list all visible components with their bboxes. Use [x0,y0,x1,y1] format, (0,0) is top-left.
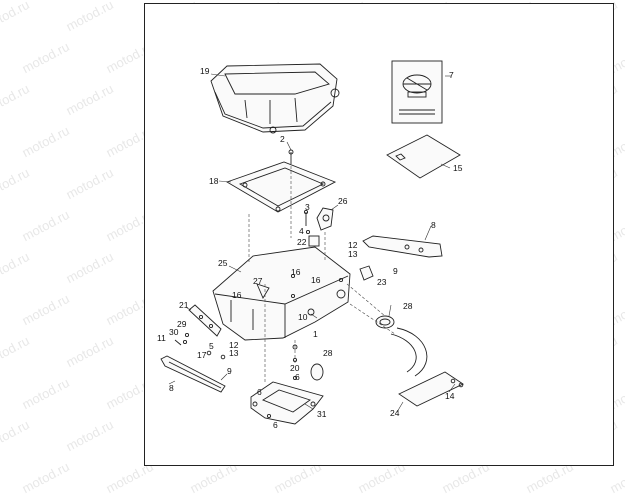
callout-6: 6 [257,387,262,397]
part-19-tray-liner [210,63,340,134]
callout-12: 12 [348,240,358,250]
callout-24: 24 [390,408,400,418]
watermark-text: motod.ru [0,80,32,119]
watermark-text: motod.ru [63,416,116,455]
watermark-text: motod.ru [19,290,72,329]
callout-22: 22 [297,237,307,247]
callout-27: 27 [253,276,263,286]
part-21-side-trim [188,304,222,337]
watermark-text: motod.ru [0,332,32,371]
part-5-17-fasteners [206,350,226,360]
assembly-dashed-lines [248,166,396,384]
callout-16: 16 [232,290,242,300]
part-18-base-plate [225,161,337,213]
watermark-text: motod.ru [19,122,72,161]
exploded-parts-diagram: 19 7 2 15 18 26 3 4 8 22 12 13 25 27 16 … [157,60,464,430]
callout-15: 15 [453,163,463,173]
parts-diagram-frame: 19 7 2 15 18 26 3 4 8 22 12 13 25 27 16 … [144,3,614,466]
callout-2: 2 [280,134,285,144]
callout-3: 3 [305,202,310,212]
watermark-text: motod.ru [0,164,32,203]
callout-17: 17 [197,350,207,360]
part-31-mounting-plate [250,381,324,425]
part-22-bracket [308,235,320,247]
part-24-rear-panel [398,371,464,407]
callout-9: 9 [393,266,398,276]
watermark-text: motod.ru [19,38,72,77]
part-23-latch-clip [359,265,374,281]
callout-29: 29 [177,319,187,329]
part-29-30-11-hardware [174,332,190,346]
callout-28: 28 [403,301,413,311]
callout-13: 13 [229,348,239,358]
callout-18: 18 [209,176,219,186]
callout-11: 11 [157,333,166,343]
callout-9: 9 [227,366,232,376]
watermark-text: motod.ru [63,164,116,203]
watermark-text: motod.ru [63,80,116,119]
callout-19: 19 [200,66,210,76]
part-26-latch [316,207,334,231]
callout-26: 26 [338,196,348,206]
callout-16: 16 [291,267,301,277]
callout-23: 23 [377,277,387,287]
callout-28: 28 [323,348,333,358]
part-28-seal-ring [310,327,428,381]
callout-21: 21 [179,300,189,310]
watermark-text: motod.ru [63,332,116,371]
part-7-owners-manual [391,60,443,124]
watermark-text: motod.ru [0,416,32,455]
callout-8: 8 [431,220,436,230]
part-15-instruction-card [386,134,461,179]
callout-10: 10 [298,312,308,322]
watermark-text: motod.ru [63,0,116,35]
callout-31: 31 [317,409,327,419]
part-8-hinge-rail-upper [362,235,443,258]
callout-4: 4 [299,226,304,236]
watermark-text: motod.ru [19,458,72,496]
watermark-text: motod.ru [19,374,72,413]
part-3-4-fasteners [303,209,311,235]
callout-labels: 19 7 2 15 18 26 3 4 8 22 12 13 25 27 16 … [157,66,463,430]
leader-lines [168,73,456,413]
callout-25: 25 [218,258,228,268]
watermark-text: motod.ru [0,248,32,287]
callout-12: 12 [229,340,239,350]
callout-6: 6 [273,420,278,430]
callout-7: 7 [449,70,454,80]
callout-20: 20 [290,363,300,373]
part-8-hinge-rail-lower [160,355,226,393]
callout-16: 16 [311,275,321,285]
watermark-text: motod.ru [63,248,116,287]
callout-1: 1 [313,329,318,339]
callout-13: 13 [348,249,358,259]
part-16-rivets [290,273,344,299]
watermark-text: motod.ru [0,0,32,35]
callout-8: 8 [169,383,174,393]
callout-5: 5 [209,341,214,351]
callout-14: 14 [445,391,455,401]
watermark-text: motod.ru [19,206,72,245]
callout-6: 6 [295,372,300,382]
part-28-reflector [375,315,395,329]
callout-30: 30 [169,327,179,337]
part-2-screw [288,149,294,164]
part-25-main-case [212,246,351,341]
